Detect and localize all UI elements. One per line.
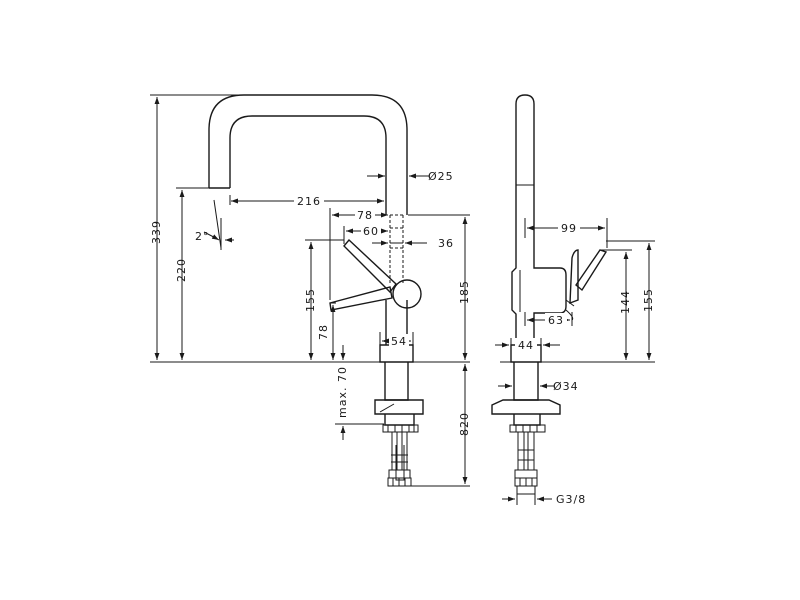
spout-outline-outer: [208, 94, 408, 215]
dim-side-base-diameter: 44: [518, 339, 534, 352]
dim-body-height: 185: [458, 280, 471, 304]
dim-spout-reach: 216: [297, 195, 321, 208]
dim-spout-height: 220: [175, 258, 188, 282]
dim-lever-reach: 78: [357, 209, 373, 222]
dim-spout-diameter: Ø25: [428, 170, 454, 183]
dim-lever-offset: 36: [438, 237, 454, 250]
dim-side-thread: G3/8: [556, 493, 586, 506]
lever-hub: [392, 279, 422, 309]
lever-handle-upper: [343, 238, 397, 294]
dim-side-lever-height: 144: [619, 290, 632, 314]
lever-handle-lower: [329, 286, 393, 311]
dim-height-total: 339: [150, 220, 163, 244]
dim-spout-angle: 2°: [195, 230, 210, 243]
dim-max-thickness: max. 70: [336, 366, 349, 418]
dim-side-hub-offset: 63: [548, 314, 564, 327]
dim-lever-base-height: 78: [317, 324, 330, 340]
side-view: 99 144 155 63 44 Ø34 G3/8: [491, 94, 655, 506]
dim-side-total-height: 155: [642, 288, 655, 312]
dim-base-diameter: 54: [391, 335, 407, 348]
front-view: 339 220 216 2° Ø25 78 60: [150, 94, 471, 487]
side-lever: [569, 249, 579, 305]
dim-lever-height: 155: [304, 288, 317, 312]
dim-side-spout-projection: 99: [561, 222, 577, 235]
dim-side-shank-diameter: Ø34: [553, 380, 579, 393]
dim-lever-hub-offset: 60: [363, 225, 379, 238]
side-spout: [515, 94, 535, 185]
spout-outline-inner: [229, 115, 387, 215]
dim-hose-length: 820: [458, 412, 471, 436]
